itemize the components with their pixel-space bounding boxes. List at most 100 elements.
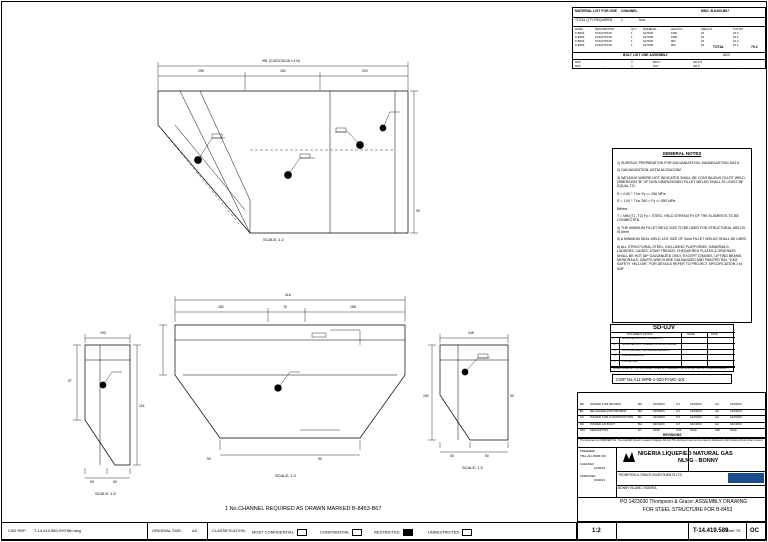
scale-left: SCALE: 1:2: [95, 491, 116, 496]
revisions-title: REVISIONS: [663, 433, 682, 437]
scale-right: SCALE: 1:2: [462, 465, 483, 470]
material-total-label: TOTAL: [713, 45, 724, 49]
contractor-logo: [728, 473, 764, 483]
top-overall-dim: 991 (C152X76X18 x 4 N): [262, 59, 300, 63]
stamp-row-number: 5: [614, 360, 616, 364]
stamp-row-number: 4: [614, 354, 616, 358]
revision-cell: B1: [580, 408, 584, 413]
material-col-header: LENGTH: [671, 26, 683, 31]
prepared-label: PREPARED: [580, 449, 596, 453]
general-notes-list: 1) SURFACE PREPARATION FOR GALVANIZATION…: [617, 161, 747, 271]
stamp-col-name: NAME: [687, 332, 695, 336]
bolt-cell: -: [603, 63, 604, 68]
revision-cell: GT: [676, 402, 681, 406]
material-cell: C152X76X18: [595, 39, 612, 43]
revision-row-line: [578, 421, 767, 423]
material-col-header: TOT.WT: [733, 26, 744, 31]
date-2: 15/06/23: [594, 478, 605, 482]
revision-cell: RE-ISSUED FOR REVIEW: [590, 408, 627, 413]
client-name: NIGERIA LIQUEFIED NATURAL GAS: [638, 451, 733, 457]
material-col-header: MATERIAL: [643, 26, 657, 31]
material-cell: C152X76X18: [595, 35, 612, 39]
revision-cell: AA: [715, 408, 720, 413]
project-title-2: FOR STEEL STRUCTURE FOR B-8453: [643, 507, 733, 513]
material-cell: 16.2: [733, 43, 739, 47]
original-size-value: A3: [192, 528, 197, 533]
material-cell: 1050: [671, 35, 678, 39]
general-note-item: 3) WELDING WHERE NOT INDICATED SHALL BE …: [617, 175, 746, 189]
material-cell: 18: [701, 35, 705, 39]
stamp-row-status: APPROVED WITH COMMENTS INCORPORATED: [622, 342, 677, 346]
top-dim-2: 150: [280, 69, 286, 73]
class-confidential: CONFIDENTIAL: [320, 529, 363, 536]
original-size-label: ORIGINAL SIZE:: [152, 528, 183, 533]
bolt-cell: NUT: [653, 63, 659, 68]
right-dim-3: 90: [510, 394, 514, 398]
front-view-outline: [174, 324, 406, 439]
cad-ref-value: T-14.419.589-SHT6th.dwg: [34, 528, 81, 533]
stamp-row-line: [611, 366, 735, 367]
material-list: MATERIAL LIST FOR ONE CHANNEL MKD. B-845…: [572, 7, 767, 69]
left-dim-2: 97: [68, 379, 72, 383]
material-list-header: MATERIAL LIST FOR ONE: [575, 9, 617, 13]
general-note-item: S = 0.60 * T for Fy <= 260 MPa: [617, 191, 666, 196]
most-confidential-checkbox[interactable]: [296, 529, 307, 536]
material-cell: S275JR: [643, 35, 653, 39]
bolt-cell: -: [603, 59, 604, 64]
bolt-cell: BOLT: [653, 59, 661, 64]
revision-cell: 21/03/23: [730, 415, 742, 419]
top-dim-1: 195: [198, 69, 204, 73]
material-cell: C152X76X18: [595, 31, 612, 35]
material-cell: S275JR: [643, 31, 653, 35]
general-note-item: 4) THE MINIMUM FILLET WELD SIZE TO BE US…: [617, 225, 746, 235]
cad-ref-label: CAD REF:: [8, 528, 27, 533]
bottom-dim-3: 158: [350, 305, 356, 309]
left-dim-3: 115: [139, 404, 145, 408]
top-side-dim: 90: [416, 209, 420, 213]
cwp-number: CWP No.A11-WPB-1-020-FI-MC-101: [616, 376, 685, 382]
bolt-list-sub: M20: [723, 53, 730, 57]
material-col-header: DESCRIPTION: [595, 26, 615, 31]
bolt-cell: 4: [631, 63, 633, 68]
right-bottom-2: 50: [485, 454, 489, 458]
revision-cell: 02/10/23: [653, 421, 665, 426]
stamp-row-line: [611, 342, 735, 344]
material-cell: 900: [671, 43, 676, 47]
material-col-header: WEIGHT: [701, 26, 713, 31]
unrestricted-checkbox[interactable]: [462, 529, 473, 536]
revision-row-line: [578, 408, 767, 410]
revision-header: DATE: [653, 428, 660, 432]
right-view-outline: [439, 344, 509, 441]
revision-cell: C0: [580, 415, 584, 419]
material-cell: 18: [701, 39, 705, 43]
approved-label: APPROVED: [580, 474, 596, 478]
general-note-item: T = MIN (T1, T2) Fy = STEEL YIELD STRENG…: [617, 213, 739, 223]
material-col-header: QTY: [631, 26, 637, 31]
project-title: PO 1423030 Thompson & Grace: ASSEMBLY DR…: [620, 499, 748, 505]
restricted-checkbox[interactable]: [402, 529, 413, 536]
material-cell: S275JR: [643, 39, 653, 43]
material-list-member: CHANNEL: [621, 9, 638, 13]
confidential-checkbox[interactable]: [352, 529, 363, 536]
material-cell: 18: [701, 31, 705, 35]
bottom-small-2: 50: [318, 457, 322, 461]
revision-cell: BA: [638, 402, 643, 406]
nlng-logo: [622, 450, 636, 462]
general-notes: GENERAL NOTES 1) SURFACE PREPARATION FOR…: [612, 148, 752, 323]
class-restricted: RESTRICTED: [374, 529, 413, 536]
revision-cell: B0: [580, 402, 584, 406]
channel-drawing: [73, 62, 509, 479]
stamp-col-status: DOCUMENT STATUS: [627, 332, 653, 336]
class-unrestricted: UNRESTRICTED: [428, 529, 473, 536]
bolt-list-title: BOLT LIST ONE ASSEMBLY: [623, 53, 668, 57]
title-bottom-row: 1:2 T-14.419.589 Sheet 732 OC: [577, 522, 766, 541]
revision-header: DESCRIPTION: [590, 428, 608, 432]
revision-header: DATE: [690, 428, 697, 432]
revision-code: OC: [750, 528, 759, 534]
revision-row-line: [578, 428, 767, 429]
stamp-col-date: DATE: [711, 332, 718, 336]
material-total-value: 70.2: [751, 45, 758, 49]
